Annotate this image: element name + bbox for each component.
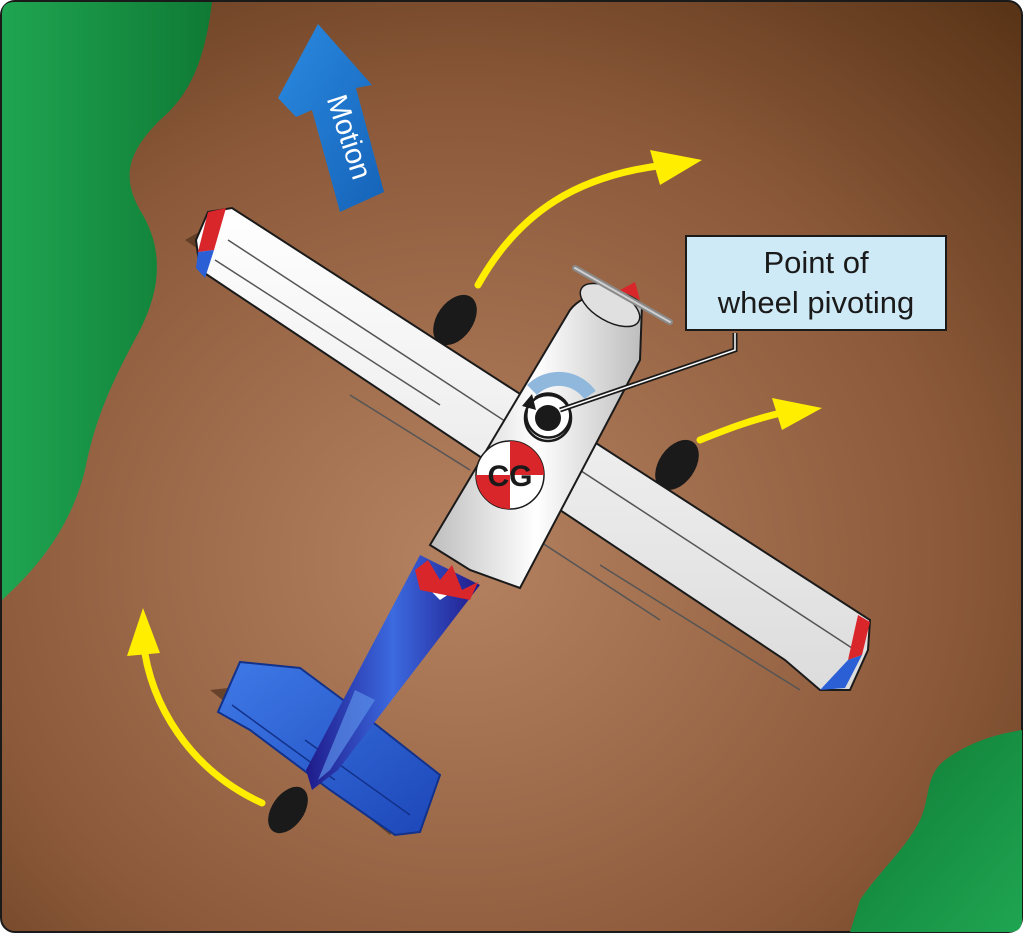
rotation-arrowheads <box>127 150 822 656</box>
right-main-wheel <box>655 439 699 491</box>
callout-line2: wheel pivoting <box>717 285 915 320</box>
spinner <box>620 282 640 300</box>
left-main-wheel <box>433 294 477 346</box>
callout-line1: Point of <box>763 245 869 280</box>
callout-leader <box>559 333 738 413</box>
pivot-symbol <box>522 371 596 443</box>
cg-symbol: CG <box>475 440 545 510</box>
fuselage-stripe <box>415 560 478 600</box>
cg-label: CG <box>488 460 533 493</box>
grass-right <box>850 730 1022 932</box>
propeller <box>572 265 673 325</box>
callout-box: Point of wheel pivoting <box>685 235 947 331</box>
tail-wheel <box>268 786 308 834</box>
grass-left <box>2 2 212 600</box>
rotation-arrow <box>139 161 789 807</box>
